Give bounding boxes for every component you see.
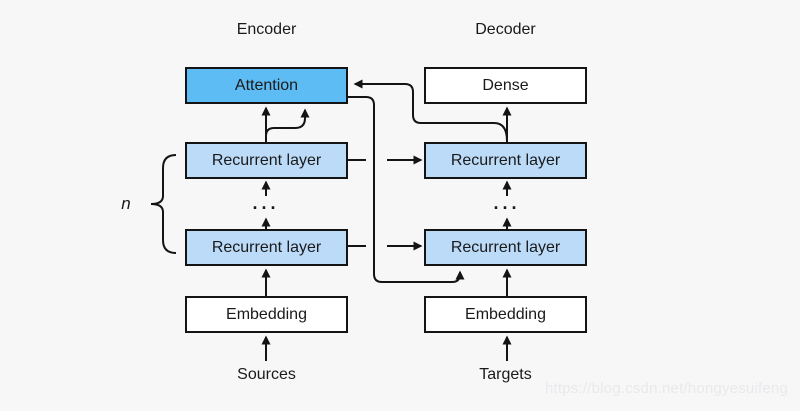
encoder-embedding-box: Embedding	[185, 296, 348, 333]
decoder-recurrent-bottom-box: Recurrent layer	[424, 229, 587, 266]
targets-label: Targets	[479, 366, 532, 383]
sources-label: Sources	[237, 366, 296, 383]
stack-count-label: n	[121, 194, 131, 213]
arrow-decoder-state-to-attention	[353, 79, 508, 142]
decoder-title: Decoder	[475, 21, 536, 38]
attention-box: Attention	[185, 67, 348, 104]
arrow-encoder-branch-to-attention	[265, 108, 310, 141]
encoder-title: Encoder	[236, 21, 297, 38]
decoder-embedding-box: Embedding	[424, 296, 587, 333]
encoder-stack-ellipsis: ...	[252, 193, 280, 213]
encoder-recurrent-bottom-box: Recurrent layer	[185, 229, 348, 266]
encoder-recurrent-top-box: Recurrent layer	[185, 142, 348, 179]
stack-brace	[150, 154, 177, 254]
decoder-recurrent-top-box: Recurrent layer	[424, 142, 587, 179]
decoder-stack-ellipsis: ...	[493, 193, 521, 213]
arrow-attention-output-to-decoder-recurrent	[348, 96, 465, 283]
dense-box: Dense	[424, 67, 587, 104]
watermark-url: https://blog.csdn.net/hongyesuifeng	[544, 380, 788, 397]
